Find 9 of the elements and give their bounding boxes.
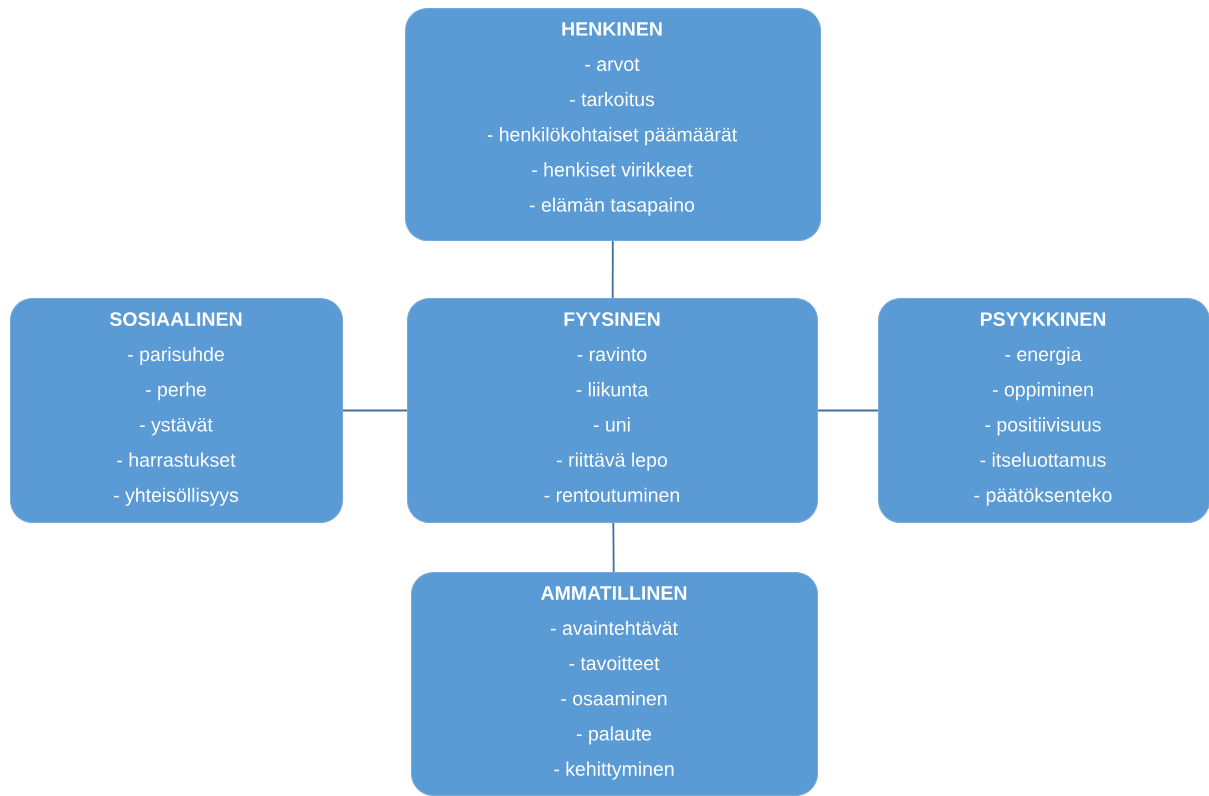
connector-line <box>342 409 408 412</box>
connector-line <box>611 240 614 299</box>
rounded-box: HENKINEN - arvot - tarkoitus - henkilökohtaiset päämäärät - henkiset virikkeet - elämän tasapaino <box>405 8 821 241</box>
rounded-box: SOSIAALINEN - parisuhde - perhe - ystävät - harrastukset - yhteisöllisyys <box>10 298 343 523</box>
rounded-box: FYYSINEN - ravinto - liikunta - uni - riittävä lepo - rentoutuminen <box>407 298 818 523</box>
connector-line <box>612 522 615 573</box>
rounded-box: PSYYKKINEN - energia - oppiminen - positiivisuus - itseluottamus - päätöksenteko <box>878 298 1209 523</box>
rounded-box: AMMATILLINEN - avaintehtävät - tavoitteet - osaaminen - palaute - kehittyminen <box>411 572 818 796</box>
connector-line <box>817 409 879 412</box>
